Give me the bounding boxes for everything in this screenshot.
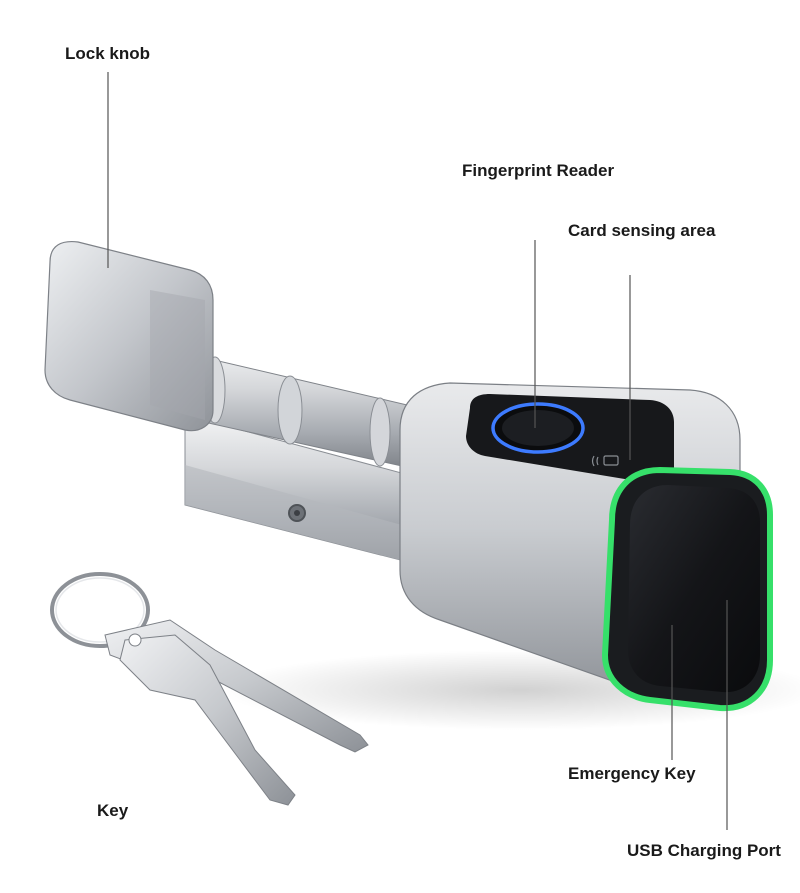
keys (50, 572, 369, 806)
label-fingerprint-reader: Fingerprint Reader (462, 161, 615, 180)
label-emergency-key: Emergency Key (568, 764, 696, 783)
key-ring (50, 572, 150, 648)
label-key: Key (97, 801, 129, 820)
lock-knob (44, 240, 214, 432)
label-usb-charging-port: USB Charging Port (627, 841, 781, 860)
label-lock-knob: Lock knob (65, 44, 151, 63)
front-face (601, 466, 773, 712)
contactless-card-icon (591, 455, 619, 467)
key-two (119, 634, 296, 806)
leader-lines (107, 72, 728, 830)
fingerprint-reader (491, 402, 585, 454)
label-card-sensing-area: Card sensing area (568, 221, 716, 240)
